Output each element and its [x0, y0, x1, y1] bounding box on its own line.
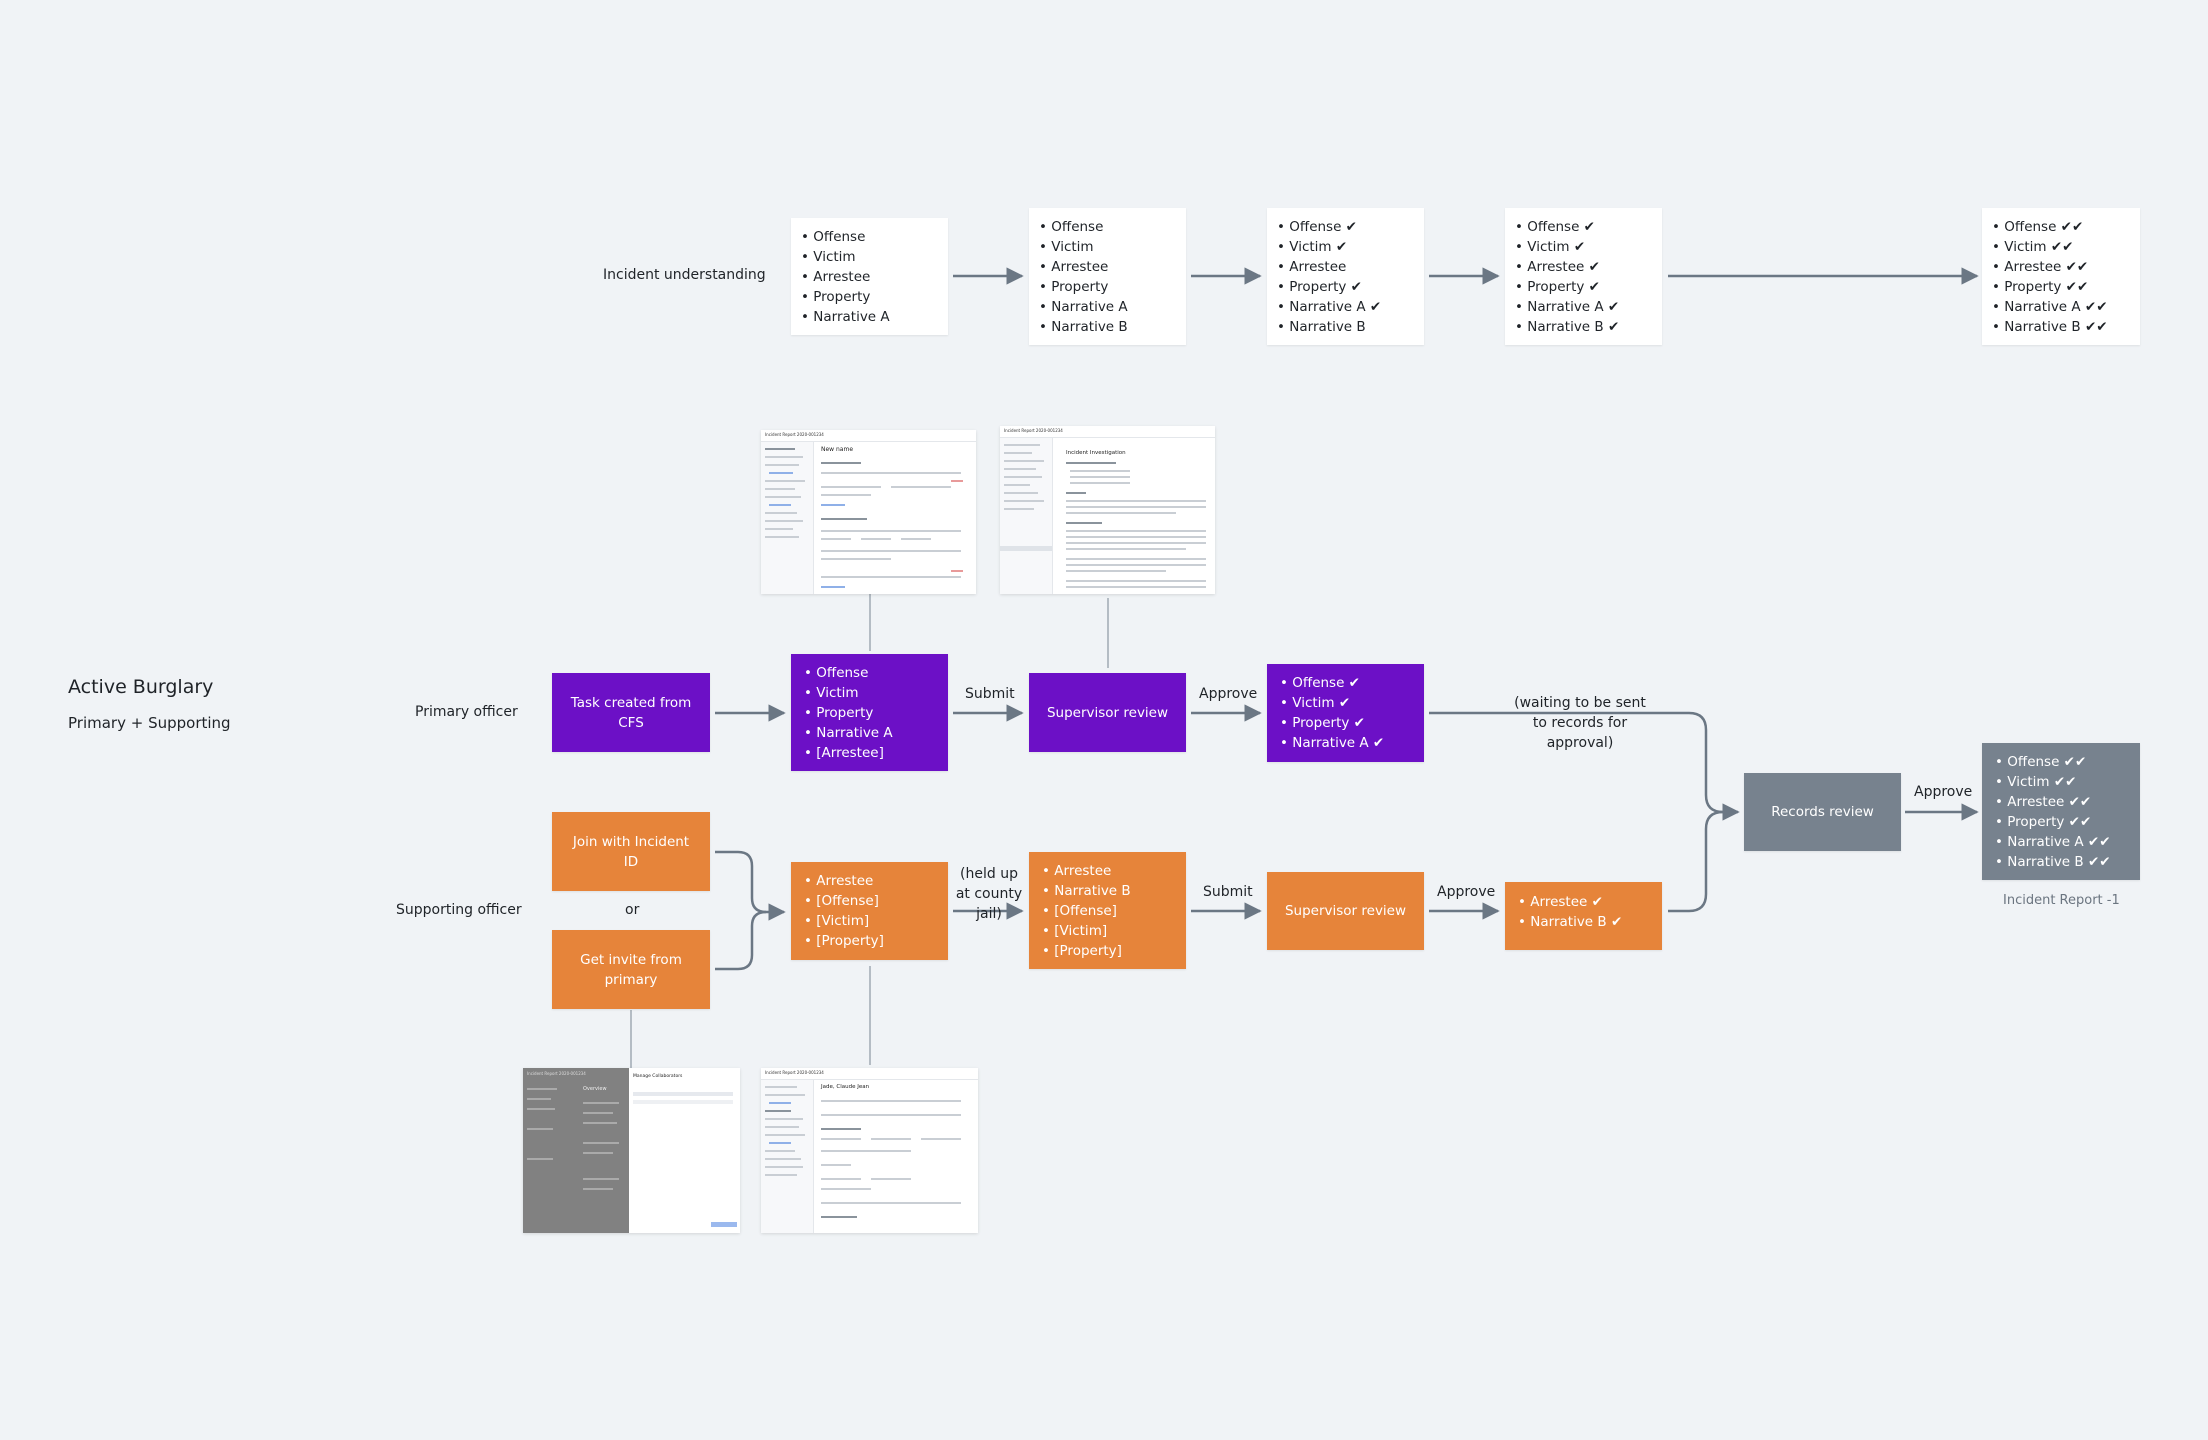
list-item: Arrestee — [1042, 861, 1173, 881]
list-item: Victim ✔ — [1515, 237, 1652, 257]
list-item: [Offense] — [804, 891, 935, 911]
arrow-join — [715, 850, 786, 921]
arrow-primary-to-records — [1429, 711, 1740, 821]
list-item: Arrestee — [804, 871, 935, 891]
understanding-card-2: Offense Victim Arrestee Property Narrati… — [1029, 208, 1186, 345]
list-item: Arrestee ✔✔ — [1992, 257, 2130, 277]
list-item: Arrestee — [1277, 257, 1414, 277]
edge-label-submit: Submit — [965, 686, 1015, 702]
list-item: [Victim] — [1042, 921, 1173, 941]
list-item: Narrative A ✔ — [1277, 297, 1414, 317]
list-item: Property — [801, 287, 938, 307]
arrow-invite — [715, 910, 767, 971]
report-form-thumbnail: Incident Report 2020-001234 New name — [761, 430, 976, 594]
list-item: [Victim] — [804, 911, 935, 931]
list-item: Narrative B ✔✔ — [1995, 852, 2127, 872]
list-item: Narrative A ✔✔ — [1992, 297, 2130, 317]
list-item: Offense — [1039, 217, 1176, 237]
list-item: Arrestee ✔ — [1515, 257, 1652, 277]
task-created-node: Task created from CFS — [552, 673, 710, 752]
list-item: Victim — [804, 683, 935, 703]
diagram-title: Active Burglary — [68, 676, 214, 698]
list-item: Offense — [804, 663, 935, 683]
list-item: Narrative B — [1042, 881, 1173, 901]
list-item: Narrative A — [801, 307, 938, 327]
list-item: Narrative A ✔ — [1280, 733, 1411, 753]
lane-label-primary-officer: Primary officer — [415, 704, 518, 720]
supporting-draft2-node: Arrestee Narrative B [Offense] [Victim] … — [1029, 852, 1186, 969]
list-item: Narrative A — [804, 723, 935, 743]
edge-label-approve-supporting: Approve — [1437, 884, 1496, 900]
supporting-approved-node: Arrestee ✔ Narrative B ✔ — [1505, 882, 1662, 950]
list-item: Property ✔✔ — [1992, 277, 2130, 297]
list-item: Narrative A ✔ — [1515, 297, 1652, 317]
collaborators-modal-thumbnail: Incident Report 2020-001234 Overview Man… — [523, 1068, 740, 1233]
edge-label-approve: Approve — [1199, 686, 1258, 702]
edge-label-submit-supporting: Submit — [1203, 884, 1253, 900]
final-report-caption: Incident Report -1 — [2003, 893, 2120, 908]
list-item: Narrative B — [1039, 317, 1176, 337]
waiting-note: (waiting to be sent to records for appro… — [1514, 695, 1646, 751]
list-item: Offense ✔✔ — [1995, 752, 2127, 772]
list-item: Offense ✔ — [1277, 217, 1414, 237]
understanding-card-5: Offense ✔✔ Victim ✔✔ Arrestee ✔✔ Propert… — [1982, 208, 2140, 345]
list-item: Victim — [1039, 237, 1176, 257]
primary-supervisor-review-node: Supervisor review — [1029, 673, 1186, 752]
list-item: Narrative B ✔ — [1518, 912, 1649, 932]
held-note: (held up at county jail) — [955, 866, 1023, 922]
list-item: Property — [804, 703, 935, 723]
list-item: Victim ✔ — [1280, 693, 1411, 713]
arrow-supporting-to-records — [1668, 810, 1724, 913]
or-label: or — [625, 902, 640, 918]
final-report-node: Offense ✔✔ Victim ✔✔ Arrestee ✔✔ Propert… — [1982, 743, 2140, 880]
lane-label-incident-understanding: Incident understanding — [603, 267, 766, 283]
list-item: Arrestee ✔ — [1518, 892, 1649, 912]
list-item: Victim ✔✔ — [1995, 772, 2127, 792]
understanding-card-4: Offense ✔ Victim ✔ Arrestee ✔ Property ✔… — [1505, 208, 1662, 345]
list-item: [Offense] — [1042, 901, 1173, 921]
narrative-thumbnail: Incident Report 2020-001234 Incident Inv… — [1000, 426, 1215, 594]
supporting-draft-node: Arrestee [Offense] [Victim] [Property] — [791, 862, 948, 960]
list-item: Victim ✔✔ — [1992, 237, 2130, 257]
list-item: Arrestee — [1039, 257, 1176, 277]
get-invite-node: Get invite from primary — [552, 930, 710, 1009]
list-item: Offense ✔✔ — [1992, 217, 2130, 237]
list-item: Victim ✔ — [1277, 237, 1414, 257]
primary-draft-node: Offense Victim Property Narrative A [Arr… — [791, 654, 948, 771]
list-item: Arrestee — [801, 267, 938, 287]
diagram-subtitle: Primary + Supporting — [68, 714, 231, 732]
list-item: Property ✔ — [1280, 713, 1411, 733]
join-incident-node: Join with Incident ID — [552, 812, 710, 891]
list-item: Narrative A ✔✔ — [1995, 832, 2127, 852]
list-item: Narrative B ✔✔ — [1992, 317, 2130, 337]
edge-label-approve-records: Approve — [1914, 784, 1973, 800]
supporting-supervisor-review-node: Supervisor review — [1267, 872, 1424, 950]
lane-label-supporting-officer: Supporting officer — [396, 902, 522, 918]
list-item: Arrestee ✔✔ — [1995, 792, 2127, 812]
list-item: [Property] — [804, 931, 935, 951]
list-item: Offense — [801, 227, 938, 247]
list-item: Narrative B ✔ — [1515, 317, 1652, 337]
list-item: Property ✔✔ — [1995, 812, 2127, 832]
understanding-card-3: Offense ✔ Victim ✔ Arrestee Property ✔ N… — [1267, 208, 1424, 345]
person-details-thumbnail: Incident Report 2020-001234 Jade, Claude… — [761, 1068, 978, 1233]
list-item: Offense ✔ — [1515, 217, 1652, 237]
list-item: Property ✔ — [1515, 277, 1652, 297]
records-review-node: Records review — [1744, 773, 1901, 851]
primary-approved-node: Offense ✔ Victim ✔ Property ✔ Narrative … — [1267, 664, 1424, 762]
list-item: Narrative B — [1277, 317, 1414, 337]
list-item: [Arrestee] — [804, 743, 935, 763]
list-item: Property — [1039, 277, 1176, 297]
understanding-card-1: Offense Victim Arrestee Property Narrati… — [791, 218, 948, 335]
list-item: Offense ✔ — [1280, 673, 1411, 693]
list-item: Narrative A — [1039, 297, 1176, 317]
list-item: Property ✔ — [1277, 277, 1414, 297]
list-item: Victim — [801, 247, 938, 267]
list-item: [Property] — [1042, 941, 1173, 961]
